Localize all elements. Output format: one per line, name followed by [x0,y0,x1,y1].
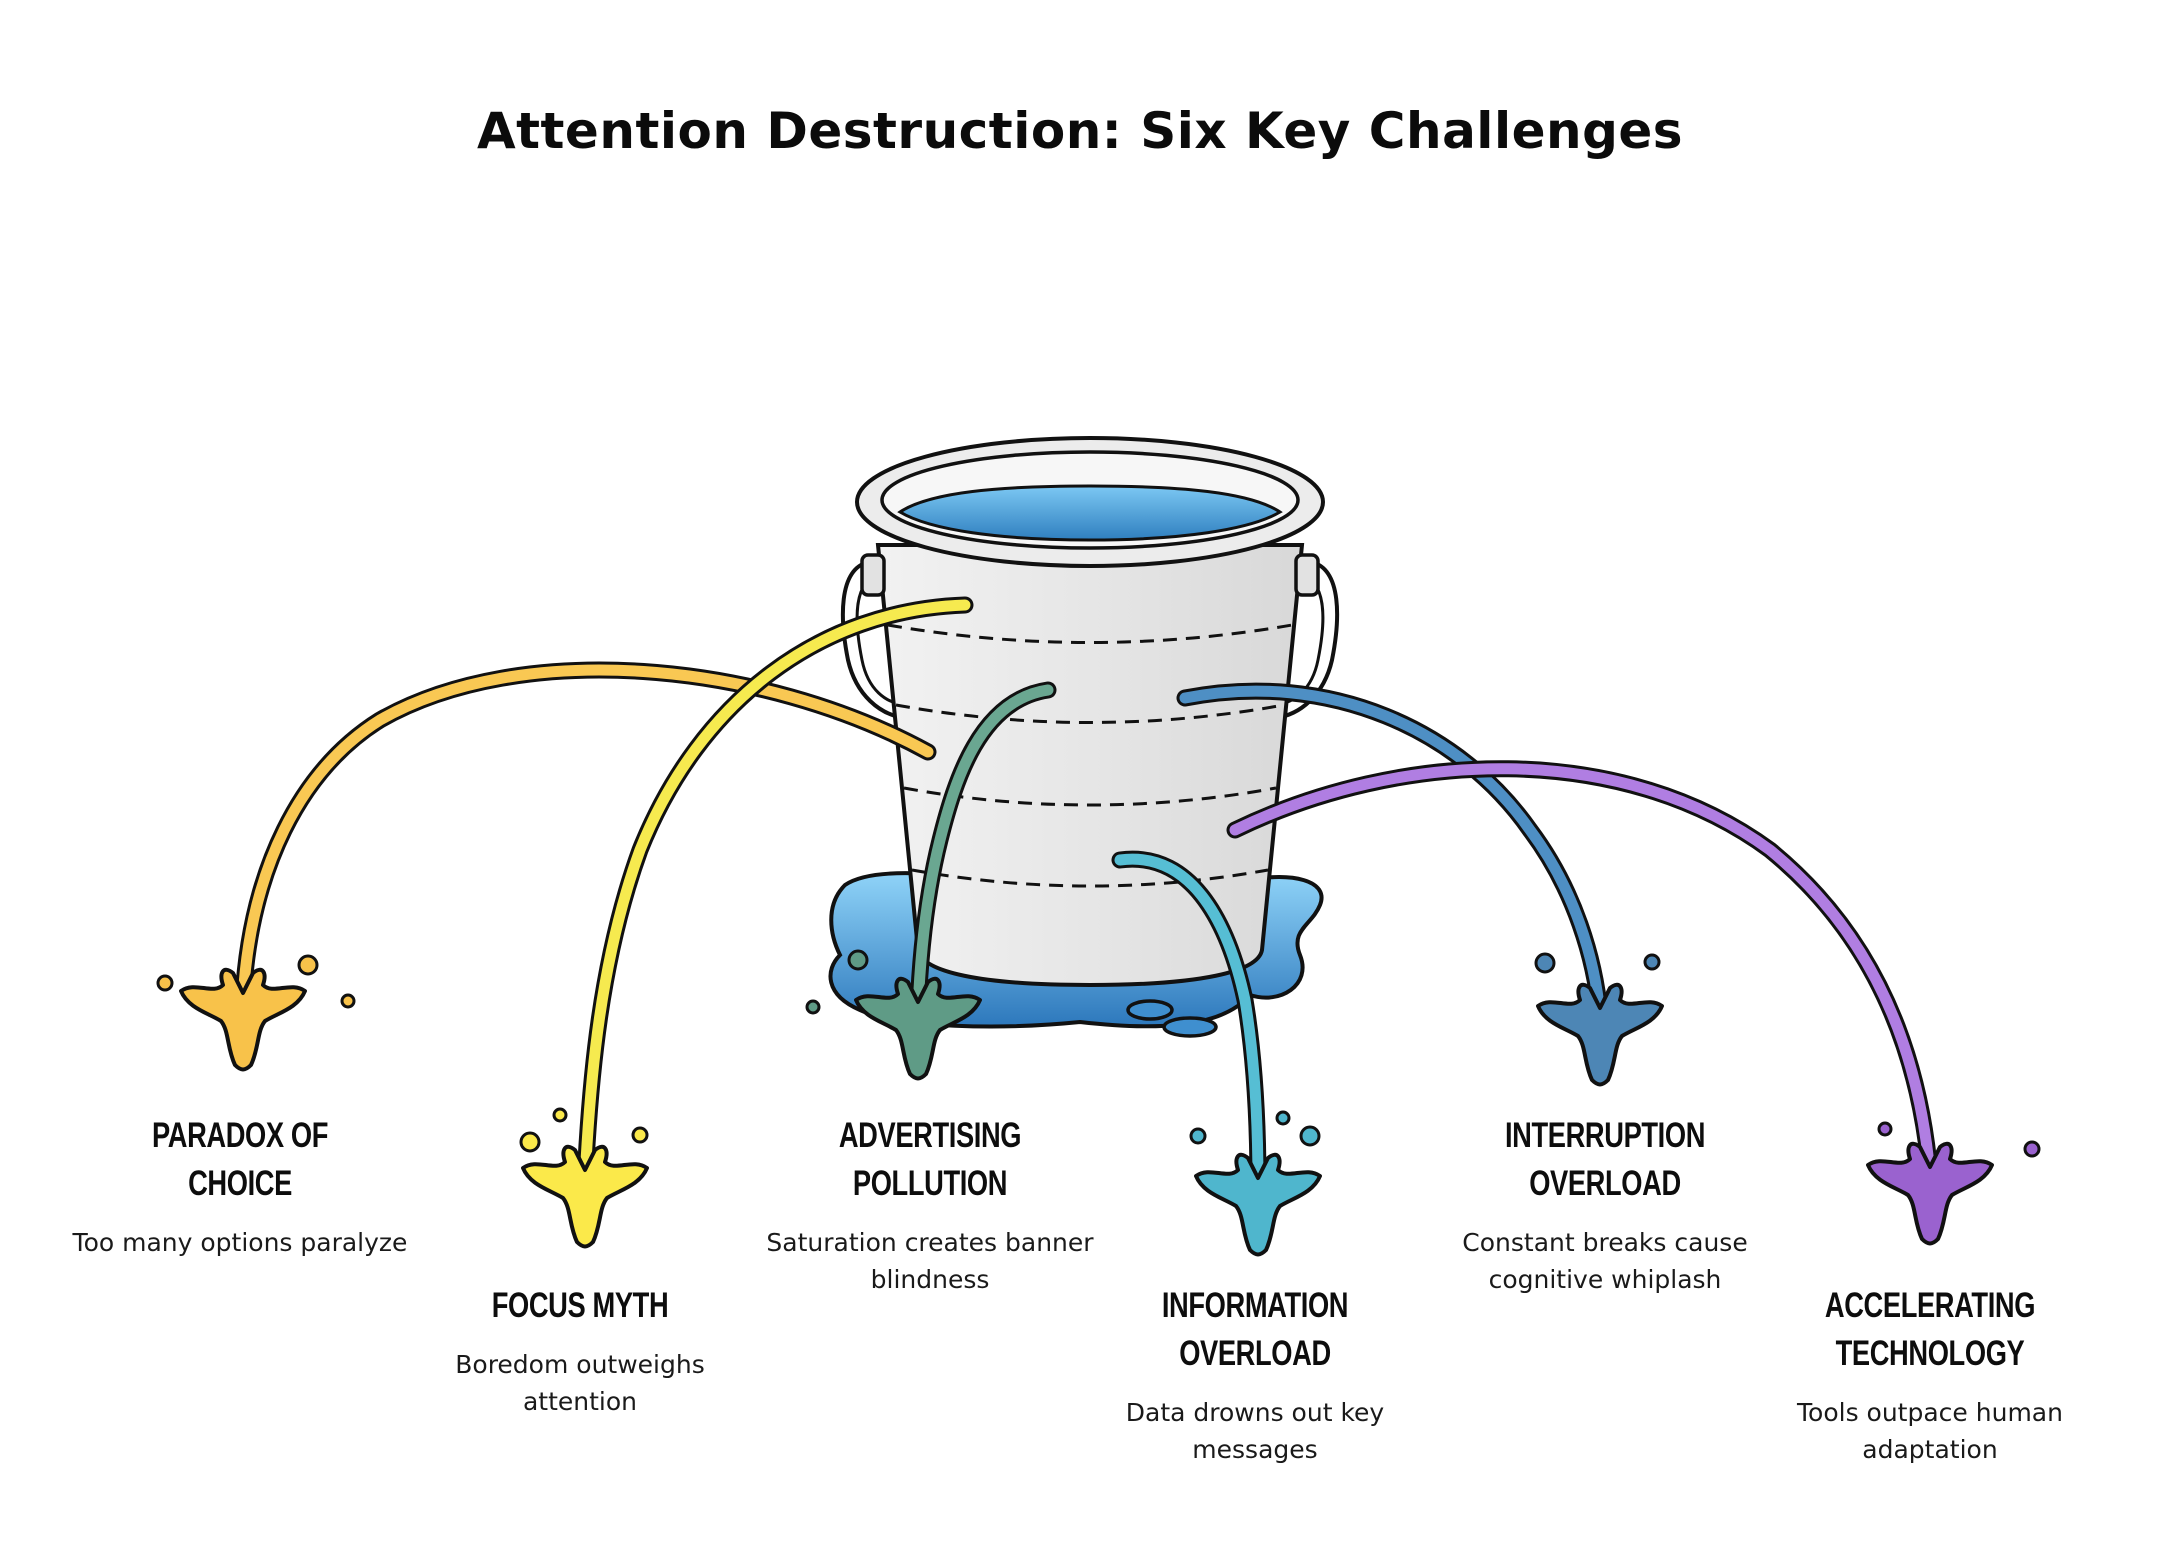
splashes [156,949,2041,1257]
diagram-title: Attention Destruction: Six Key Challenge… [476,102,1684,160]
challenge-description: Tools outpace human adaptation [1797,1398,2063,1464]
splash-icon [805,949,982,1081]
challenge-interruption-overload: INTERRUPTION OVERLOAD Constant breaks ca… [1435,1112,1775,1298]
challenge-focus-myth: FOCUS MYTH Boredom outweighs attention [410,1282,750,1420]
droplet [805,999,821,1015]
droplet [2023,1140,2041,1158]
splash-icon [156,954,356,1072]
challenge-description: Data drowns out key messages [1125,1398,1385,1464]
droplet [631,1126,649,1144]
droplet [519,1131,541,1153]
challenge-description: Too many options paralyze [72,1228,408,1257]
droplet [1275,1110,1291,1126]
splash-icon [1534,952,1664,1087]
droplet [1534,952,1556,974]
splash-icon [1866,1121,2041,1246]
splash-icon [519,1107,649,1249]
droplet [552,1107,568,1123]
challenge-name: PARADOX OF CHOICE [151,1116,329,1203]
challenge-name: INTERRUPTION OVERLOAD [1504,1116,1706,1203]
challenge-information-overload: INFORMATION OVERLOAD Data drowns out key… [1085,1282,1425,1468]
challenge-paradox-of-choice: PARADOX OF CHOICE Too many options paral… [70,1112,410,1261]
challenge-name: ACCELERATING TECHNOLOGY [1824,1286,2036,1373]
droplet [156,974,174,992]
streams [234,596,1939,1194]
droplet [1299,1125,1321,1147]
challenge-description: Constant breaks cause cognitive whiplash [1462,1228,1748,1294]
droplet [1643,953,1661,971]
challenge-name: INFORMATION OVERLOAD [1161,1286,1349,1373]
challenge-accelerating-technology: ACCELERATING TECHNOLOGY Tools outpace hu… [1760,1282,2100,1468]
droplet [297,954,319,976]
challenge-advertising-pollution: ADVERTISING POLLUTION Saturation creates… [760,1112,1100,1298]
droplet [847,949,869,971]
challenge-description: Saturation creates banner blindness [766,1228,1094,1294]
challenge-name: ADVERTISING POLLUTION [838,1116,1022,1203]
challenge-name: FOCUS MYTH [491,1286,669,1325]
droplet [1189,1127,1207,1145]
droplet [1877,1121,1893,1137]
droplet [340,993,356,1009]
bucket-icon [840,436,1340,988]
challenge-description: Boredom outweighs attention [455,1350,705,1416]
splash-icon [1189,1110,1322,1257]
